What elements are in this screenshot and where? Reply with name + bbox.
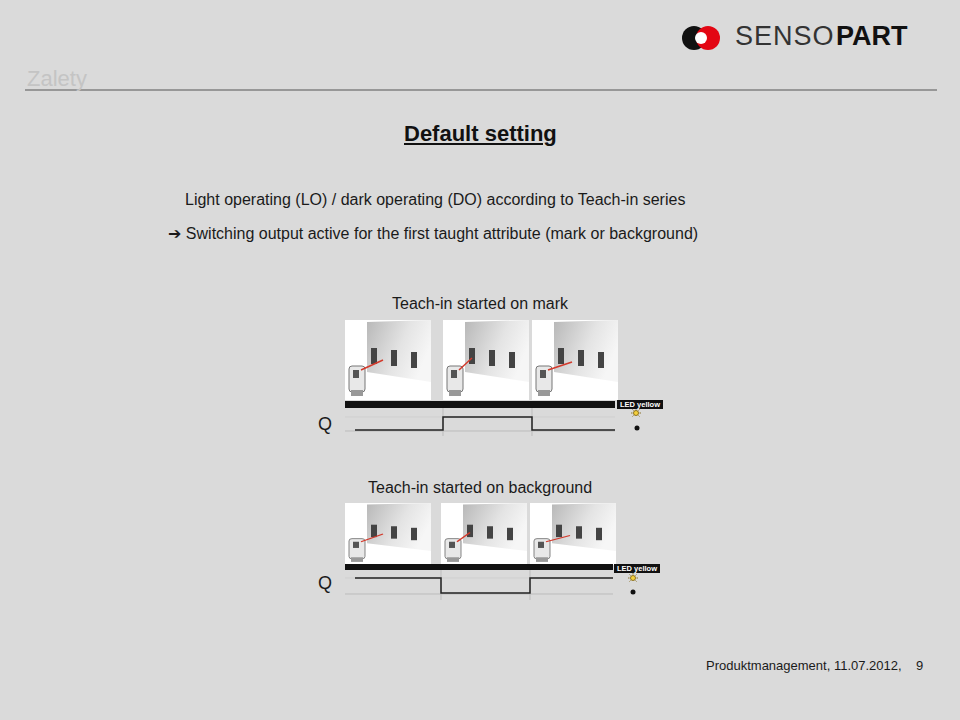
- led-label-box: LED yellow: [614, 564, 660, 573]
- footer-text: Produktmanagement, 11.07.2012,: [706, 659, 902, 674]
- signal-name: Q: [318, 414, 332, 435]
- diagram-caption: Teach-in started on mark: [392, 295, 568, 313]
- sensor-panel: [443, 320, 529, 400]
- logo-text: SENSO: [735, 21, 835, 52]
- page-number: 9: [916, 659, 923, 674]
- led-label-box: LED yellow: [617, 400, 663, 409]
- logo-circle: [696, 26, 720, 50]
- sensor-panel: [345, 503, 431, 565]
- output-trace: [355, 578, 613, 593]
- section-heading: Zalety: [27, 66, 87, 91]
- output-trace: [355, 417, 615, 430]
- led-symbol: [628, 573, 638, 582]
- led-symbol: [631, 408, 641, 417]
- sensor-panel: [530, 503, 616, 565]
- logo-circle: [695, 32, 707, 44]
- led-dot: [635, 426, 640, 431]
- sensor-panel: [345, 320, 431, 400]
- body-text: ➔ Switching output active for the first …: [168, 225, 698, 243]
- led-label: LED yellow: [620, 400, 660, 409]
- led-label: LED yellow: [617, 564, 657, 573]
- body-text: Light operating (LO) / dark operating (D…: [185, 191, 685, 209]
- logo-text: PART: [836, 21, 908, 52]
- led-dot: [631, 590, 636, 595]
- signal-bar: [345, 401, 615, 408]
- sensor-panel: [532, 320, 618, 400]
- slide-title: Default setting: [404, 121, 557, 146]
- sensor-panel: [441, 503, 527, 565]
- header-rule: [25, 90, 937, 91]
- signal-bar: [345, 564, 613, 570]
- signal-name: Q: [318, 573, 332, 594]
- diagram-caption: Teach-in started on background: [368, 479, 592, 497]
